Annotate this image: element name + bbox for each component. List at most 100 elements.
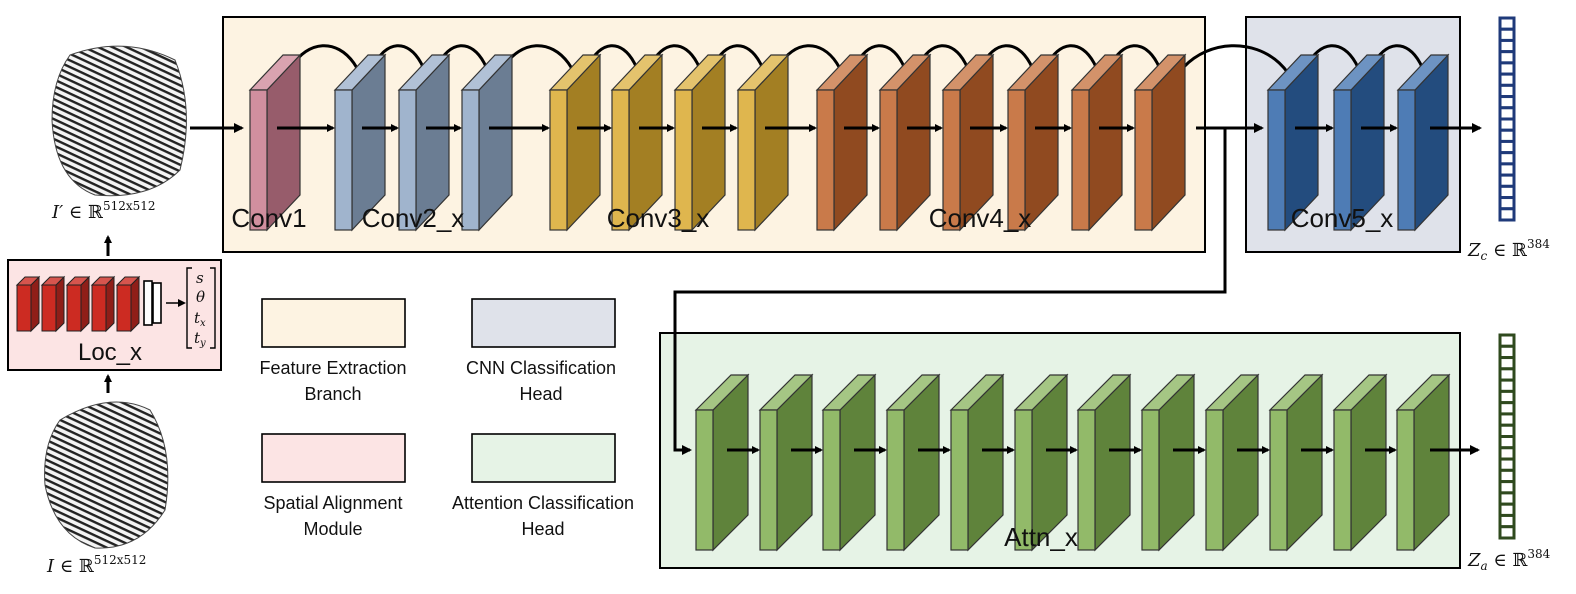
zc-vec-cell	[1498, 83, 1516, 99]
raw-input-label: I ∈ ℝ512x512	[46, 553, 146, 577]
param-scale: s	[196, 269, 204, 287]
loc-conv-block-1	[15, 275, 41, 333]
legend-spatial-swatch	[261, 433, 406, 483]
legend-attn-swatch	[471, 433, 616, 483]
za-vec-cell	[1498, 423, 1516, 439]
za-label: Za ∈ ℝ384	[1467, 547, 1551, 573]
za-vec-cell	[1498, 491, 1516, 506]
za-vec-cell	[1498, 378, 1516, 393]
za-vec-cell	[1498, 480, 1516, 495]
conv1-label: Conv1	[231, 203, 306, 233]
zc-vec-cell	[1498, 173, 1516, 188]
attn-block-11	[1332, 373, 1388, 552]
za-vec-cell	[1498, 401, 1516, 416]
zc-vec-cell	[1498, 16, 1516, 31]
zc-vec-cell	[1498, 95, 1516, 110]
attn-block-4	[885, 373, 941, 552]
conv3-block-3	[673, 53, 727, 232]
conv4-block-6	[1133, 53, 1187, 232]
loc-conv-block-5	[115, 275, 141, 333]
attn-block-9	[1204, 373, 1260, 552]
conv5-block-2	[1332, 53, 1386, 232]
legend-attn-label-1: Attention Classification	[452, 493, 634, 513]
conv2-block-1	[333, 53, 387, 232]
loc-label: Loc_x	[78, 339, 142, 366]
za-vec-cell	[1498, 435, 1516, 450]
zc-vec-cell	[1498, 184, 1516, 200]
zc-vec-cell	[1498, 72, 1516, 87]
legend-feature-label-2: Branch	[304, 384, 361, 404]
conv2-label: Conv2_x	[362, 203, 465, 233]
zc-vec-cell	[1498, 117, 1516, 132]
loc-conv-block-4	[90, 275, 116, 333]
legend-cnn-label-2: Head	[519, 384, 562, 404]
block-arrows	[277, 124, 1398, 454]
legend-cnn-label-1: CNN Classification	[466, 358, 616, 378]
za-vec-cell	[1498, 412, 1516, 427]
za-vec-cell	[1498, 344, 1516, 360]
legend-spatial-label-2: Module	[303, 519, 362, 539]
conv3-block-4	[736, 53, 790, 232]
attn-block-7	[1076, 373, 1132, 552]
attn-block-2	[758, 373, 814, 552]
conv4-block-4	[1006, 53, 1060, 232]
transform-params-bracket: s θ tx ty	[186, 267, 216, 349]
loc-conv-block-2	[40, 275, 66, 333]
localization-network	[15, 275, 141, 333]
legend-cnn-swatch	[471, 298, 616, 348]
attn-block-10	[1268, 373, 1324, 552]
cnn-embedding-vector	[1498, 16, 1516, 222]
conv3-block-2	[610, 53, 664, 232]
za-vec-cell	[1498, 457, 1516, 472]
za-vec-cell	[1498, 333, 1516, 348]
za-vec-cell	[1498, 525, 1516, 540]
za-vec-cell	[1498, 356, 1516, 371]
legend-spatial-label-1: Spatial Alignment	[263, 493, 402, 513]
za-vec-cell	[1498, 502, 1516, 517]
zc-vec-cell	[1498, 207, 1516, 222]
za-vec-cell	[1498, 367, 1516, 382]
zc-vec-cell	[1498, 162, 1516, 177]
svg-text:tx: tx	[194, 309, 206, 329]
conv4-block-3	[941, 53, 995, 232]
flatten-layer	[143, 280, 162, 326]
attn-block-3	[821, 373, 877, 552]
conv5-label: Conv5_x	[1291, 203, 1394, 233]
param-theta: θ	[196, 288, 205, 306]
legend-feature-swatch	[261, 298, 406, 348]
conv3-label: Conv3_x	[607, 203, 710, 233]
zc-vec-cell	[1498, 196, 1516, 211]
za-vec-cell	[1498, 446, 1516, 461]
param-ty: t	[194, 329, 201, 347]
attention-embedding-vector	[1498, 333, 1516, 540]
aligned-input-label: I′ ∈ ℝ512x512	[51, 199, 156, 223]
za-vec-cell	[1498, 389, 1516, 405]
conv2-block-2	[397, 53, 451, 232]
conv3-block-1	[548, 53, 602, 232]
zc-label: Zc ∈ ℝ384	[1467, 237, 1550, 263]
zc-vec-cell	[1498, 128, 1516, 143]
param-tx: t	[194, 309, 201, 327]
attn-block-5	[949, 373, 1005, 552]
zc-vec-cell	[1498, 139, 1516, 155]
conv4-block-1	[815, 53, 869, 232]
conv1-block	[248, 53, 302, 232]
svg-text:ty: ty	[194, 329, 206, 349]
attn-block-1	[694, 373, 750, 552]
conv-blocks	[248, 53, 1451, 552]
zc-vec-cell	[1498, 151, 1516, 166]
conv4-label: Conv4_x	[929, 203, 1032, 233]
loc-conv-block-3	[65, 275, 91, 333]
attn-label: Attn_x	[1004, 522, 1078, 552]
aligned-fingerprint-image	[51, 45, 187, 197]
conv5-block-3	[1396, 53, 1450, 232]
conv5-block-1	[1266, 53, 1320, 232]
conv4-block-5	[1070, 53, 1124, 232]
attn-block-8	[1140, 373, 1196, 552]
zc-vec-cell	[1498, 38, 1516, 54]
zc-vec-cell	[1498, 61, 1516, 76]
attn-block-6	[1013, 373, 1069, 552]
zc-vec-cell	[1498, 106, 1516, 121]
attn-block-12	[1395, 373, 1451, 552]
raw-fingerprint-image	[44, 401, 169, 549]
